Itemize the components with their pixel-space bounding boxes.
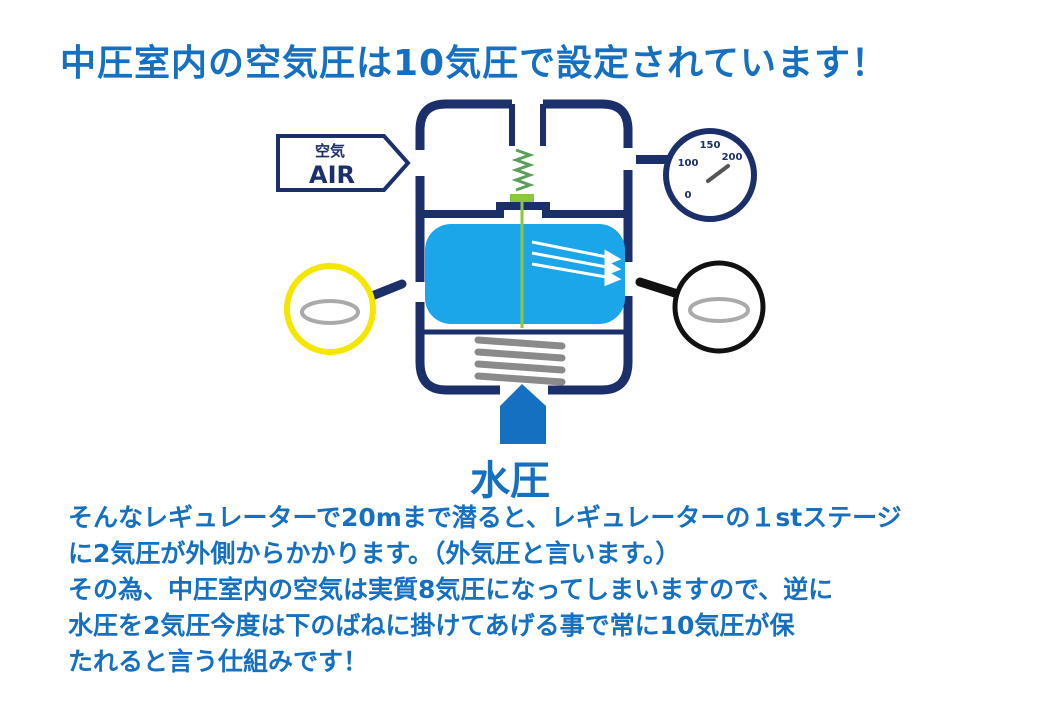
bottom-spring <box>474 336 566 386</box>
gauge-needle <box>706 164 730 183</box>
intermediate-pressure-chamber <box>425 224 625 324</box>
explanation-line: その為、中圧室内の空気は実質8気圧になってしまいますので、逆に <box>68 575 834 604</box>
o-ring-icon <box>300 299 360 325</box>
left-magnifier-icon <box>284 263 407 355</box>
explanation-line: に2気圧が外側からかかります。（外気圧と言います。） <box>68 539 681 568</box>
water-pressure-label: 水圧 <box>470 458 550 504</box>
air-sign-top-label: 空気 <box>315 142 345 160</box>
upper-divider <box>420 202 628 218</box>
explanation-text: そんなレギュレーターで20mまで潜ると、レギュレーターの１stステージ に2気圧… <box>68 500 1008 680</box>
pressure-gauge: 150 200 100 0 <box>636 128 757 222</box>
top-spring <box>511 148 535 192</box>
gauge-label-200: 200 <box>722 152 743 163</box>
explanation-line: たれると言う仕組みです！ <box>68 647 369 676</box>
gauge-label-150: 150 <box>700 140 721 151</box>
air-sign-bottom-label: AIR <box>309 161 355 189</box>
gauge-label-100: 100 <box>678 158 699 169</box>
air-flow-arrows <box>531 240 622 287</box>
explanation-line: 水圧を2気圧今度は下のばねに掛けてあげる事で常に10気圧が保 <box>68 611 795 640</box>
regulator-diagram: 空気 AIR <box>276 99 766 444</box>
air-sign: 空気 AIR <box>276 134 411 192</box>
water-pressure-arrow <box>500 384 546 444</box>
o-ring-icon <box>688 297 750 323</box>
gauge-label-0: 0 <box>685 190 692 201</box>
page-title: 中圧室内の空気圧は10気圧で設定されています！ <box>60 43 889 84</box>
spring-seat <box>510 194 534 202</box>
center-tube <box>509 104 546 146</box>
explanation-line: そんなレギュレーターで20mまで潜ると、レギュレーターの１stステージ <box>68 503 902 532</box>
right-magnifier-icon <box>635 260 766 354</box>
